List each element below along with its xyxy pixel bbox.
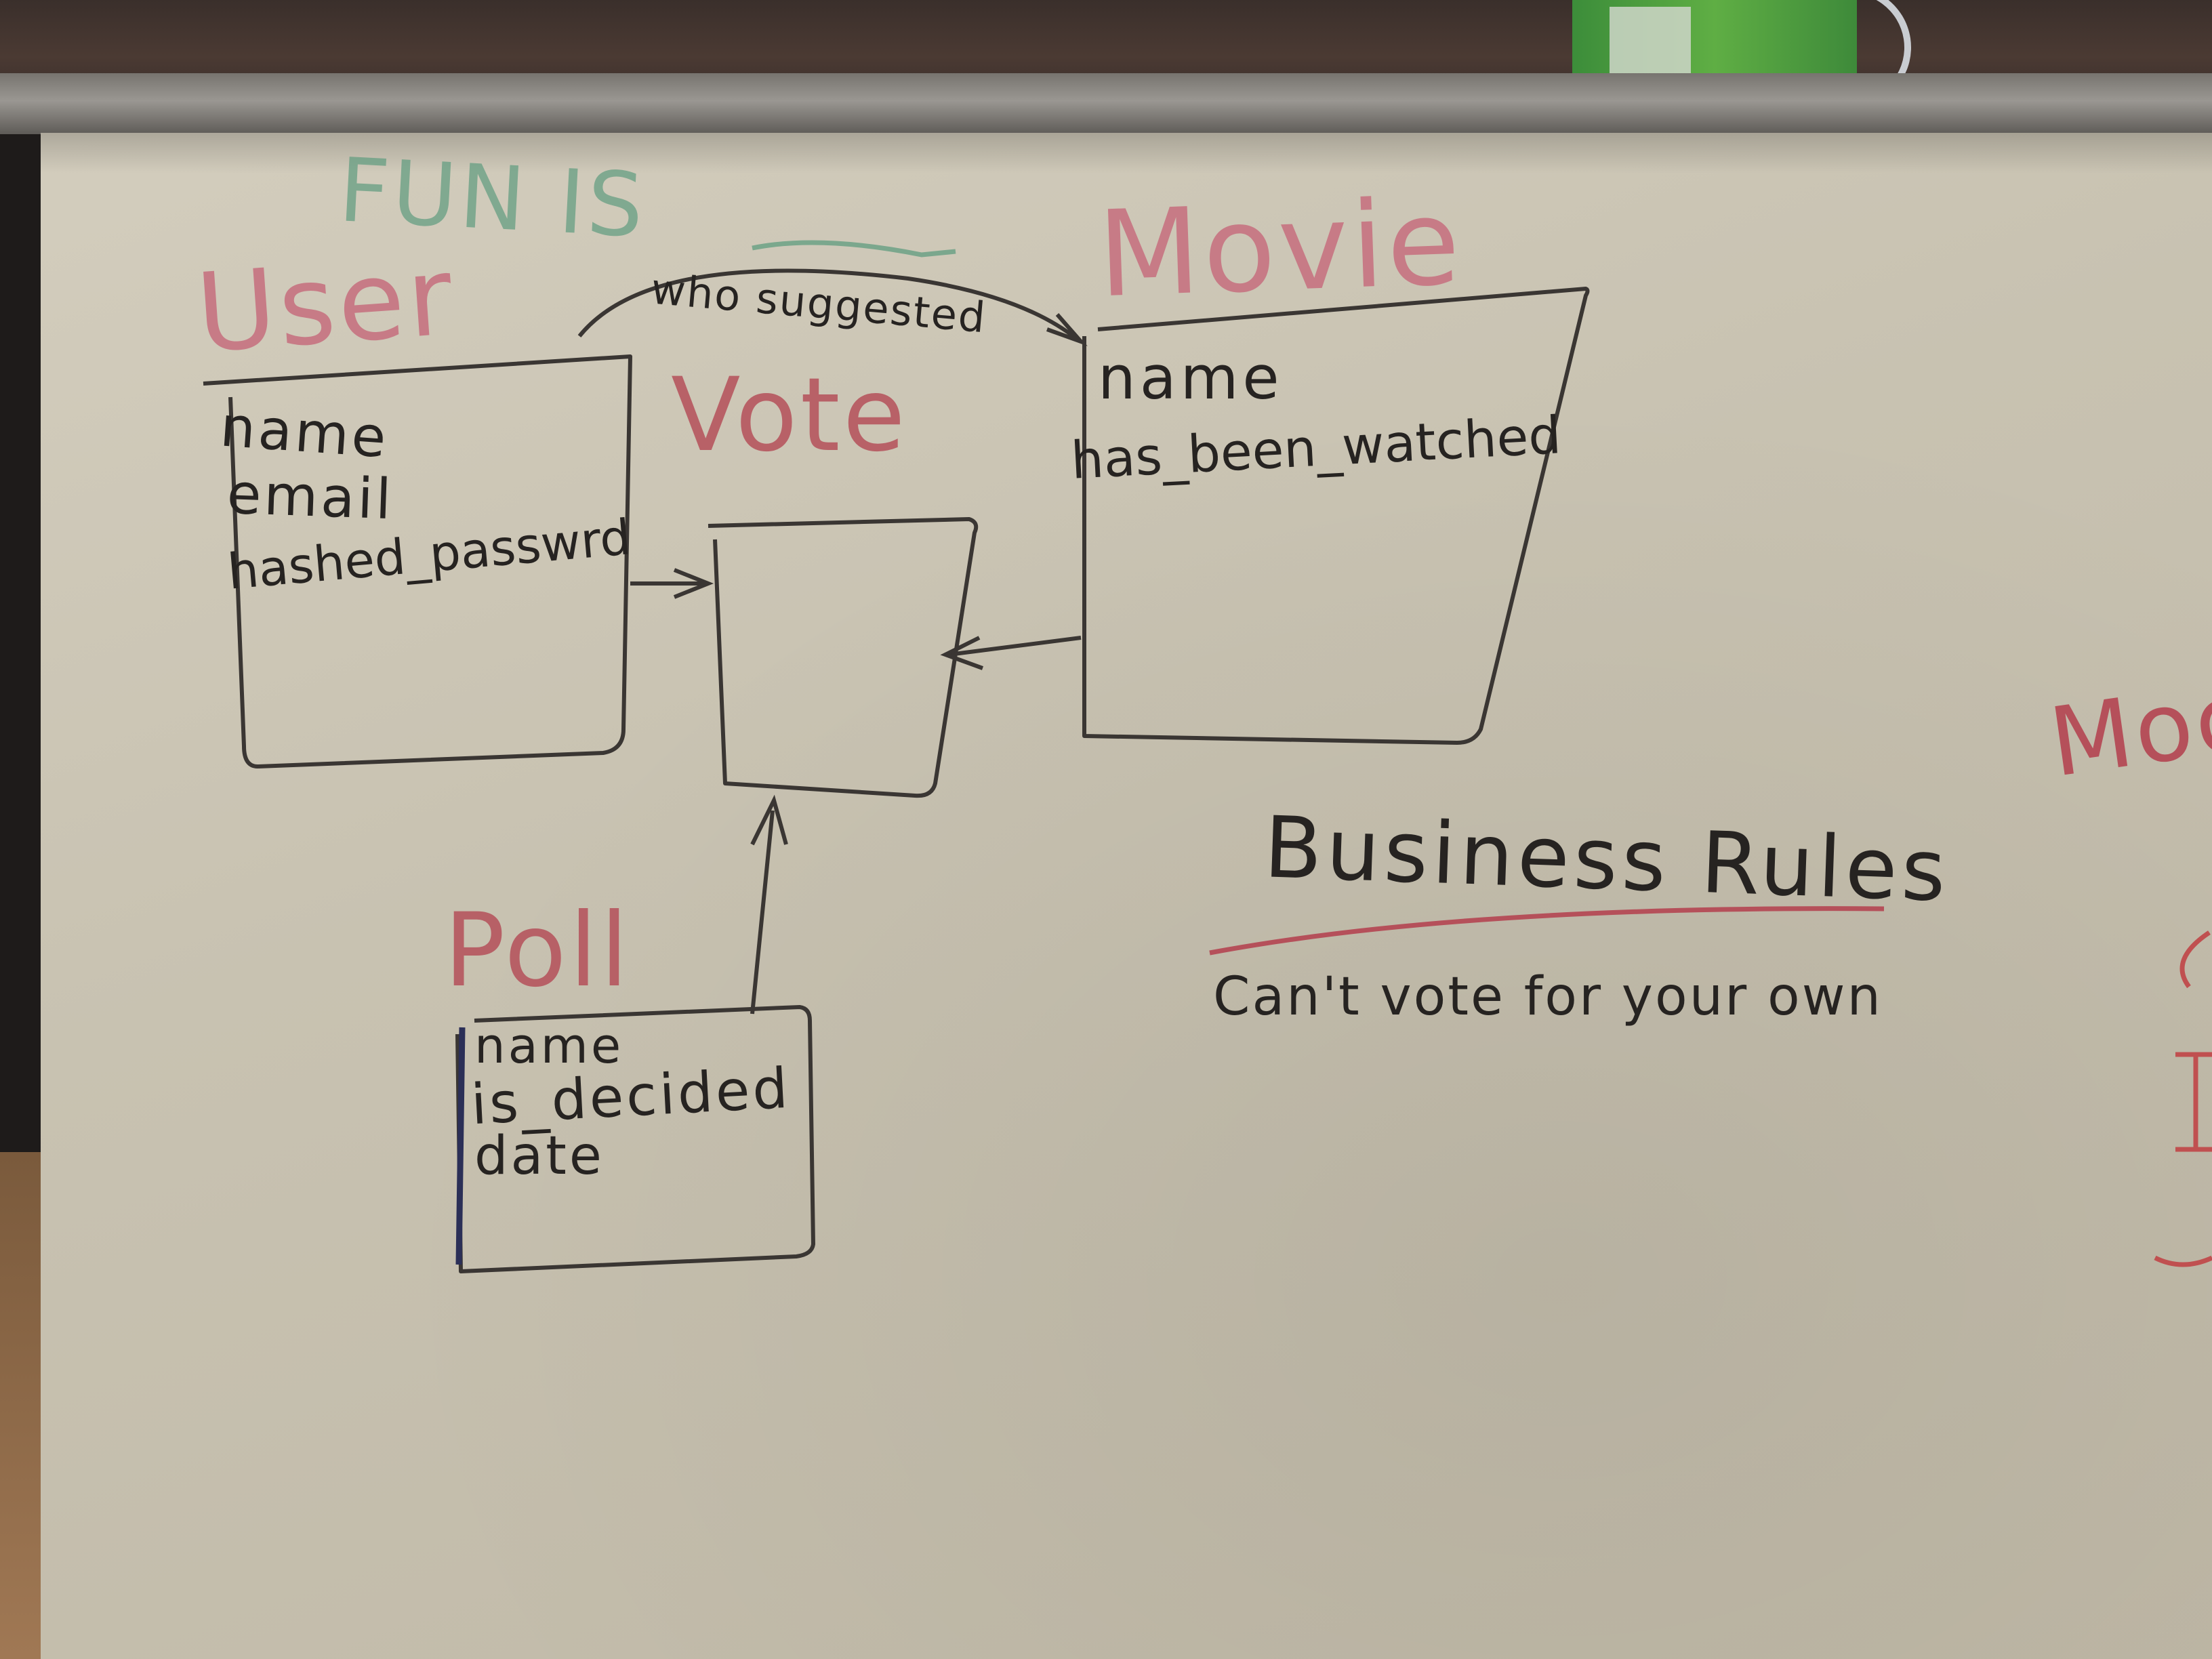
board-shadow [41, 133, 2212, 173]
poll-vote-arrowhead [750, 794, 788, 846]
who-suggested-arrow [577, 268, 1079, 342]
user-vote-arrowhead [673, 568, 714, 599]
edge-red-mark-2 [2175, 1052, 2212, 1152]
user-box [203, 354, 632, 769]
user-title: User [192, 232, 459, 377]
user-field-email: email [226, 462, 395, 533]
movie-title: Movie [1095, 173, 1465, 325]
movie-vote-arrow [948, 636, 1082, 657]
movie-field-name: name [1098, 343, 1284, 413]
vote-title: Vote [671, 356, 908, 474]
diagram-drawing [203, 240, 2212, 1273]
poll-field-date: date [474, 1126, 605, 1187]
poll-box-accent [455, 1027, 466, 1265]
poll-title: Poll [444, 892, 632, 1010]
movie-box [1082, 287, 1590, 745]
floor-edge [0, 1152, 47, 1659]
poll-vote-arrow [750, 810, 775, 1015]
user-field-name: name [218, 394, 391, 471]
poll-box [455, 1005, 815, 1273]
whiteboard-top-rail [0, 73, 2212, 134]
edge-red-mark-3 [2154, 1255, 2212, 1267]
movie-vote-arrowhead [940, 636, 984, 670]
who-suggested-arrowhead [1046, 313, 1088, 346]
whiteboard: FUN IS User name email hashed_passwrd wh… [41, 133, 2212, 1659]
edge-red-mark-1 [2179, 930, 2211, 989]
poll-field-name: name [474, 1017, 624, 1074]
business-rule-item: Can't vote for your own [1213, 966, 1883, 1027]
device-panel [1610, 7, 1691, 81]
vote-box [708, 517, 979, 798]
business-rules-underline [1209, 906, 1885, 956]
green-scribble [752, 240, 956, 258]
